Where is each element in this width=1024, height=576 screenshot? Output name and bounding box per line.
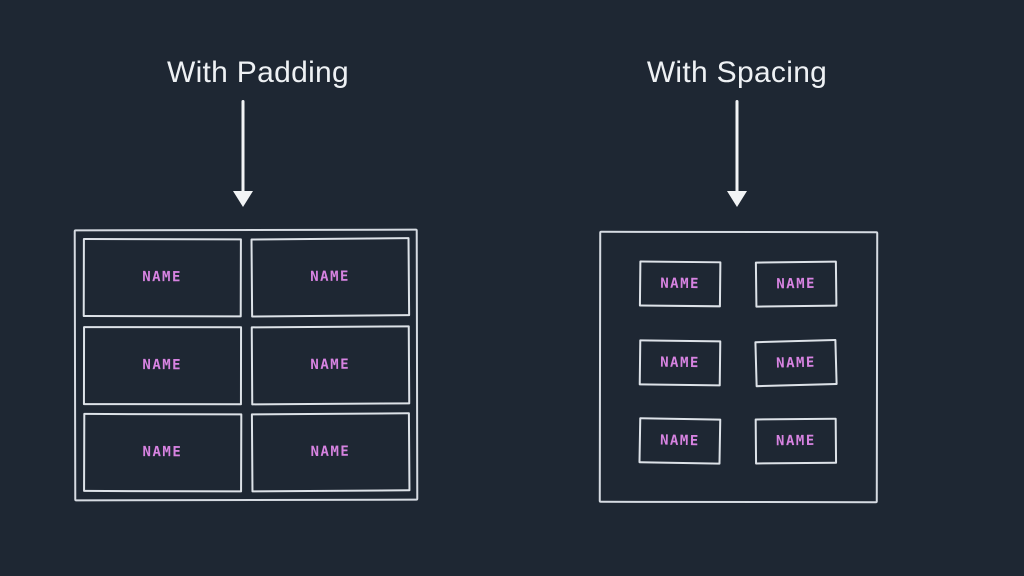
name-cell: NAME — [754, 260, 838, 308]
down-arrow-icon — [725, 100, 749, 212]
padding-title: With Padding — [166, 56, 350, 89]
name-cell: NAME — [250, 324, 410, 405]
name-cell-label: NAME — [309, 268, 350, 286]
name-cell: NAME — [83, 413, 242, 493]
name-cell-label: NAME — [775, 432, 816, 450]
arrow-shaft — [735, 100, 739, 193]
name-cell: NAME — [638, 417, 722, 465]
name-cell: NAME — [754, 417, 838, 465]
name-cell-label: NAME — [142, 269, 182, 286]
name-cell: NAME — [82, 325, 242, 405]
arrow-shaft — [241, 100, 245, 193]
name-cell: NAME — [250, 412, 410, 493]
name-cell: NAME — [638, 338, 722, 386]
name-cell-label: NAME — [776, 275, 817, 293]
padding-container: NAME NAME NAME NAME NAME NAME — [73, 228, 419, 502]
name-cell: NAME — [249, 237, 410, 318]
name-cell-label: NAME — [660, 354, 700, 371]
name-cell-label: NAME — [309, 356, 350, 373]
name-cell-label: NAME — [659, 432, 700, 450]
name-cell: NAME — [638, 260, 722, 308]
spacing-title: With Spacing — [646, 56, 828, 89]
name-cell-label: NAME — [142, 444, 183, 461]
name-cell-label: NAME — [775, 354, 817, 372]
arrow-head — [233, 191, 253, 207]
spacing-container: NAME NAME NAME NAME NAME NAME — [598, 230, 879, 504]
down-arrow-icon — [231, 100, 255, 212]
name-cell: NAME — [82, 237, 242, 318]
name-cell-label: NAME — [142, 357, 183, 374]
name-cell-label: NAME — [310, 444, 350, 461]
name-cell: NAME — [754, 338, 838, 387]
arrow-head — [727, 191, 747, 207]
name-cell-label: NAME — [660, 275, 701, 293]
